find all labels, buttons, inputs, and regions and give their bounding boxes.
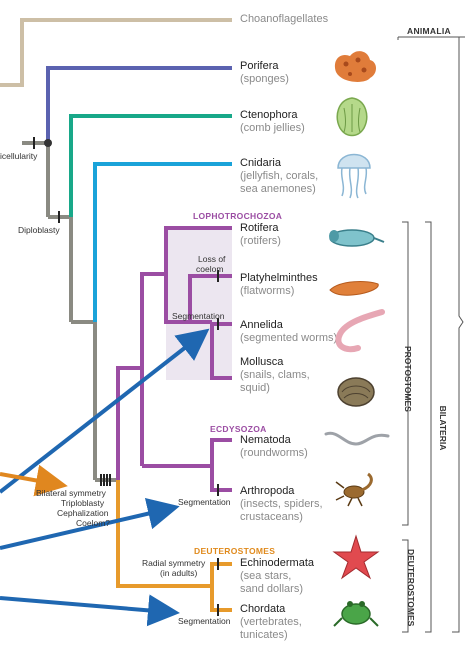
mollusca-branch (210, 322, 232, 380)
arthropoda-common-2: crustaceans) (240, 511, 303, 523)
flatworm-icon (329, 281, 379, 296)
chordata-common-2: tunicates) (240, 629, 288, 641)
chordata-label: Chordata (240, 603, 286, 615)
node-dot (44, 139, 52, 147)
echinodermata-label: Echinodermata (240, 557, 314, 569)
cnidaria-branch (93, 162, 232, 322)
arrow-bilateral (0, 464, 68, 497)
trait-multicellularity: icellularity (0, 151, 38, 161)
trait-radial-symmetry: Radial symmetry (142, 558, 206, 568)
trait-coelom: Coelom? (76, 518, 111, 528)
trait-loss-coelom-1: Loss of (198, 254, 226, 264)
rotifer-icon (329, 229, 385, 247)
brackets (397, 36, 465, 633)
platyhelminthes-label: Platyhelminthes (240, 272, 318, 284)
nematoda-branch (210, 438, 232, 466)
protostome-stem (116, 366, 142, 480)
nematoda-common: (roundworms) (240, 447, 308, 459)
ctenophora-label: Ctenophora (240, 109, 298, 121)
echinodermata-common-2: sand dollars) (240, 583, 303, 595)
cnidaria-label: Cnidaria (240, 157, 281, 169)
sea-star-icon (332, 534, 380, 580)
chordata-common-1: (vertebrates, (240, 616, 302, 628)
porifera-common: (sponges) (240, 73, 289, 85)
trait-triploblasty: Triploblasty (61, 498, 105, 508)
mollusca-label: Mollusca (240, 356, 284, 368)
scorpion-icon (335, 472, 373, 507)
trait-ticks (33, 137, 219, 616)
trait-segmentation-arthropoda: Segmentation (178, 497, 231, 507)
lophotrochozoa-label: LOPHOTROCHOZOA (193, 211, 283, 221)
deutero-stem (116, 480, 212, 588)
rotifera-common: (rotifers) (240, 235, 281, 247)
cnidaria-common-2: sea anemones) (240, 183, 316, 195)
mollusca-common-1: (snails, clams, (240, 369, 310, 381)
arrow-chordata (0, 594, 180, 627)
nematoda-label: Nematoda (240, 434, 291, 446)
protostome-split (140, 272, 166, 466)
echinodermata-common-1: (sea stars, (240, 570, 292, 582)
choano-branch (0, 18, 232, 87)
cnidaria-common-1: (jellyfish, corals, (240, 170, 319, 182)
arrow-arthropoda (0, 497, 180, 550)
rotifera-label: Rotifera (240, 222, 279, 234)
clam-icon (337, 377, 375, 407)
ecdysozoa-label: ECDYSOZOA (210, 424, 267, 434)
platyhelminthes-common: (flatworms) (240, 285, 295, 297)
mollusca-common-2: squid) (240, 382, 270, 394)
deuterostomes-label: DEUTEROSTOMES (194, 546, 276, 556)
ctenophora-common: (comb jellies) (240, 122, 305, 134)
chordata-branch (210, 586, 232, 612)
roundworm-icon (324, 431, 390, 446)
rotifera-branch (164, 226, 232, 274)
comb-jelly-icon (336, 97, 368, 137)
choano-label: Choanoflagellates (240, 13, 329, 25)
trait-loss-coelom-2: coelom (196, 264, 224, 274)
annelida-label: Annelida (240, 319, 283, 331)
trait-in-adults: (in adults) (160, 568, 198, 578)
sponge-icon (334, 51, 376, 82)
arrow-annelida (0, 328, 210, 494)
porifera-branch (46, 66, 232, 143)
trait-bilateral-symmetry: Bilateral symmetry (36, 488, 106, 498)
frog-icon (333, 601, 379, 627)
earthworm-icon (335, 309, 385, 353)
arthropoda-common-1: (insects, spiders, (240, 498, 323, 510)
porifera-label: Porifera (240, 60, 279, 72)
arthropoda-label: Arthropoda (240, 485, 295, 497)
echino-branch (210, 562, 232, 586)
animalia-label: ANIMALIA (407, 26, 451, 36)
jellyfish-icon (337, 153, 371, 199)
arthropoda-branch (210, 466, 232, 492)
ctenophora-branch (69, 114, 232, 217)
lopho-lower (164, 274, 190, 324)
trait-cephalization: Cephalization (57, 508, 109, 518)
trait-segmentation-annelida: Segmentation (172, 311, 225, 321)
trait-diploblasty: Diploblasty (18, 225, 60, 235)
annelida-common: (segmented worms) (240, 332, 338, 344)
trait-segmentation-chordata: Segmentation (178, 616, 231, 626)
